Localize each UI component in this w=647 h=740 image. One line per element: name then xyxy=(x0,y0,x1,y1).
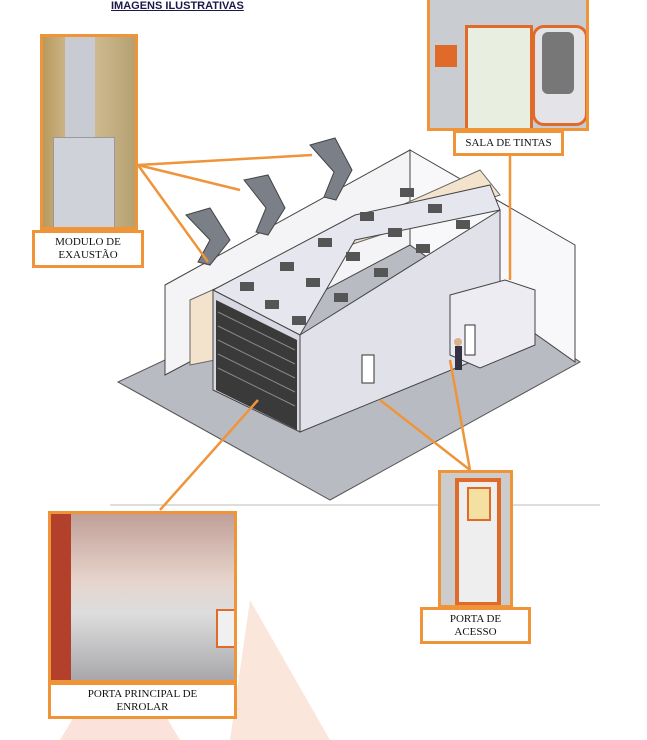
paint-room-photo xyxy=(427,0,589,131)
access-door-label: PORTA DE ACESSO xyxy=(420,607,531,644)
main-roll-door-photo xyxy=(48,511,237,683)
exhaust-module-photo xyxy=(40,34,138,230)
callout-arrows xyxy=(136,153,512,511)
main-roll-door-label: PORTA PRINCIPAL DE ENROLAR xyxy=(48,682,237,719)
exhaust-ducts xyxy=(185,137,353,266)
access-door-photo xyxy=(438,470,513,608)
page-title: IMAGENS ILUSTRATIVAS xyxy=(111,0,244,12)
exhaust-module-label: MODULO DE EXAUSTÃO xyxy=(32,230,144,268)
paint-room-label: SALA DE TINTAS xyxy=(453,130,564,156)
